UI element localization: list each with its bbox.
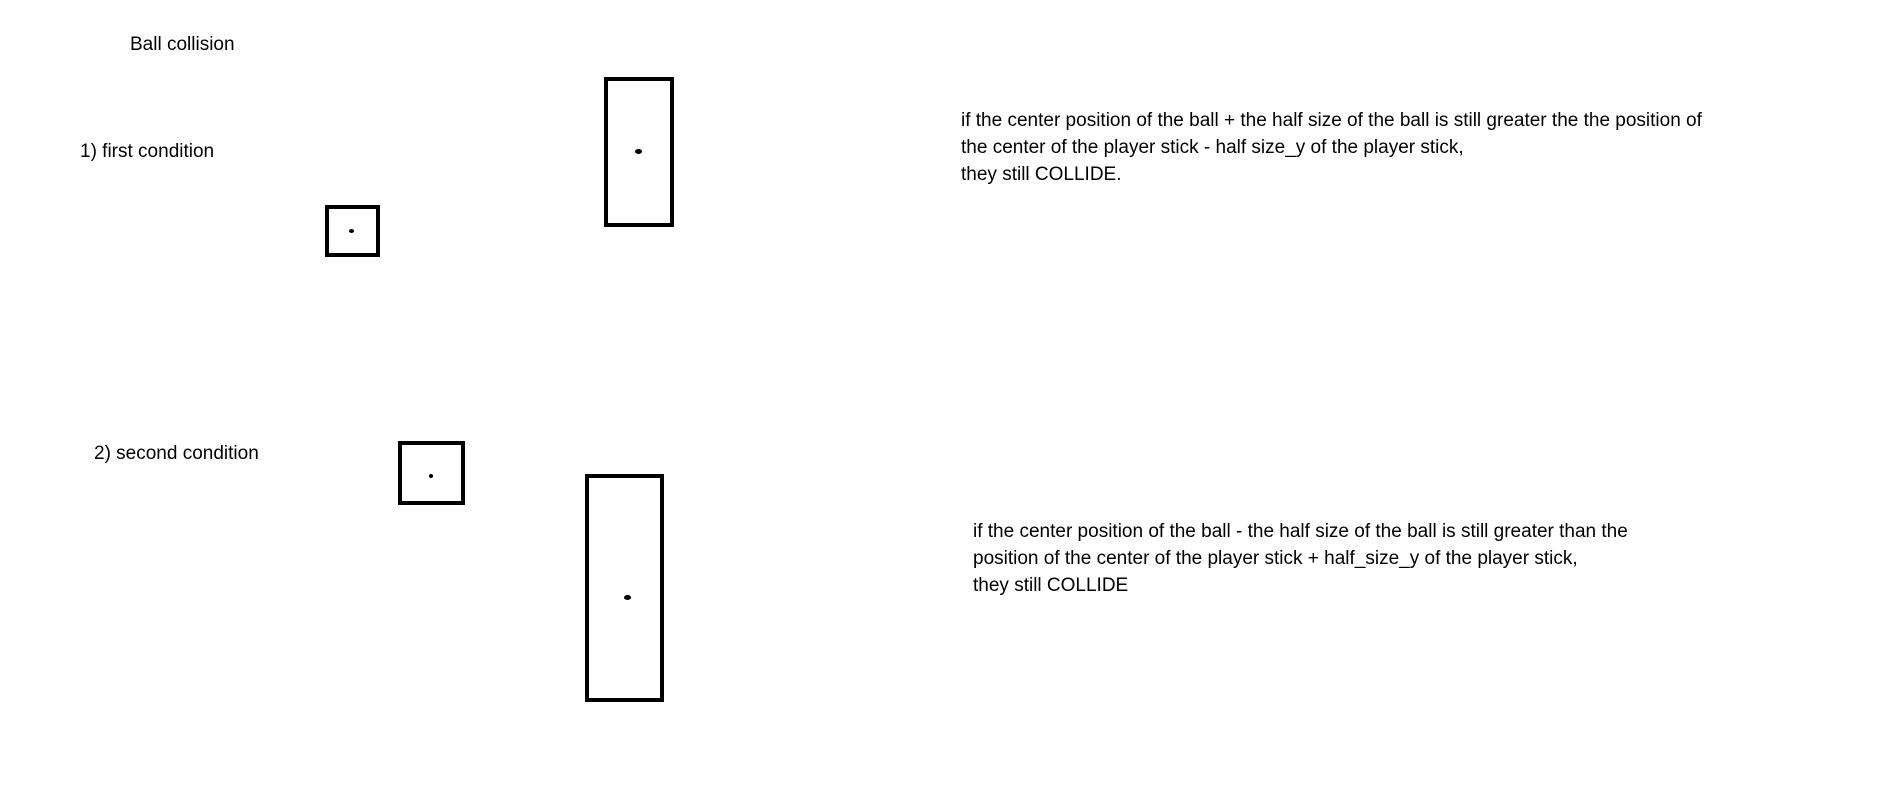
condition-1-label: 1) first condition [80,141,215,162]
condition-2-description: if the center position of the ball - the… [973,518,1628,599]
condition-2-ball-center-dot [429,474,433,478]
condition-1-line-3: they still COLLIDE. [961,164,1122,185]
condition-1-line-2: the center of the player stick - half si… [961,137,1464,158]
diagram-title: Ball collision [130,34,235,55]
condition-1-line-1: if the center position of the ball + the… [961,110,1702,131]
condition-1-stick-center-dot [635,149,642,154]
condition-2-line-2: position of the center of the player sti… [973,548,1578,569]
condition-1-description: if the center position of the ball + the… [961,107,1702,188]
condition-2-line-3: they still COLLIDE [973,575,1129,596]
condition-1-player-stick [604,77,674,227]
condition-1-ball-center-dot [349,229,354,233]
condition-2-label: 2) second condition [94,443,259,464]
condition-2-player-stick [585,474,664,702]
condition-2-stick-center-dot [624,595,631,600]
condition-2-line-1: if the center position of the ball - the… [973,521,1628,542]
condition-2-ball-box [398,441,465,505]
condition-1-ball-box [325,205,380,257]
